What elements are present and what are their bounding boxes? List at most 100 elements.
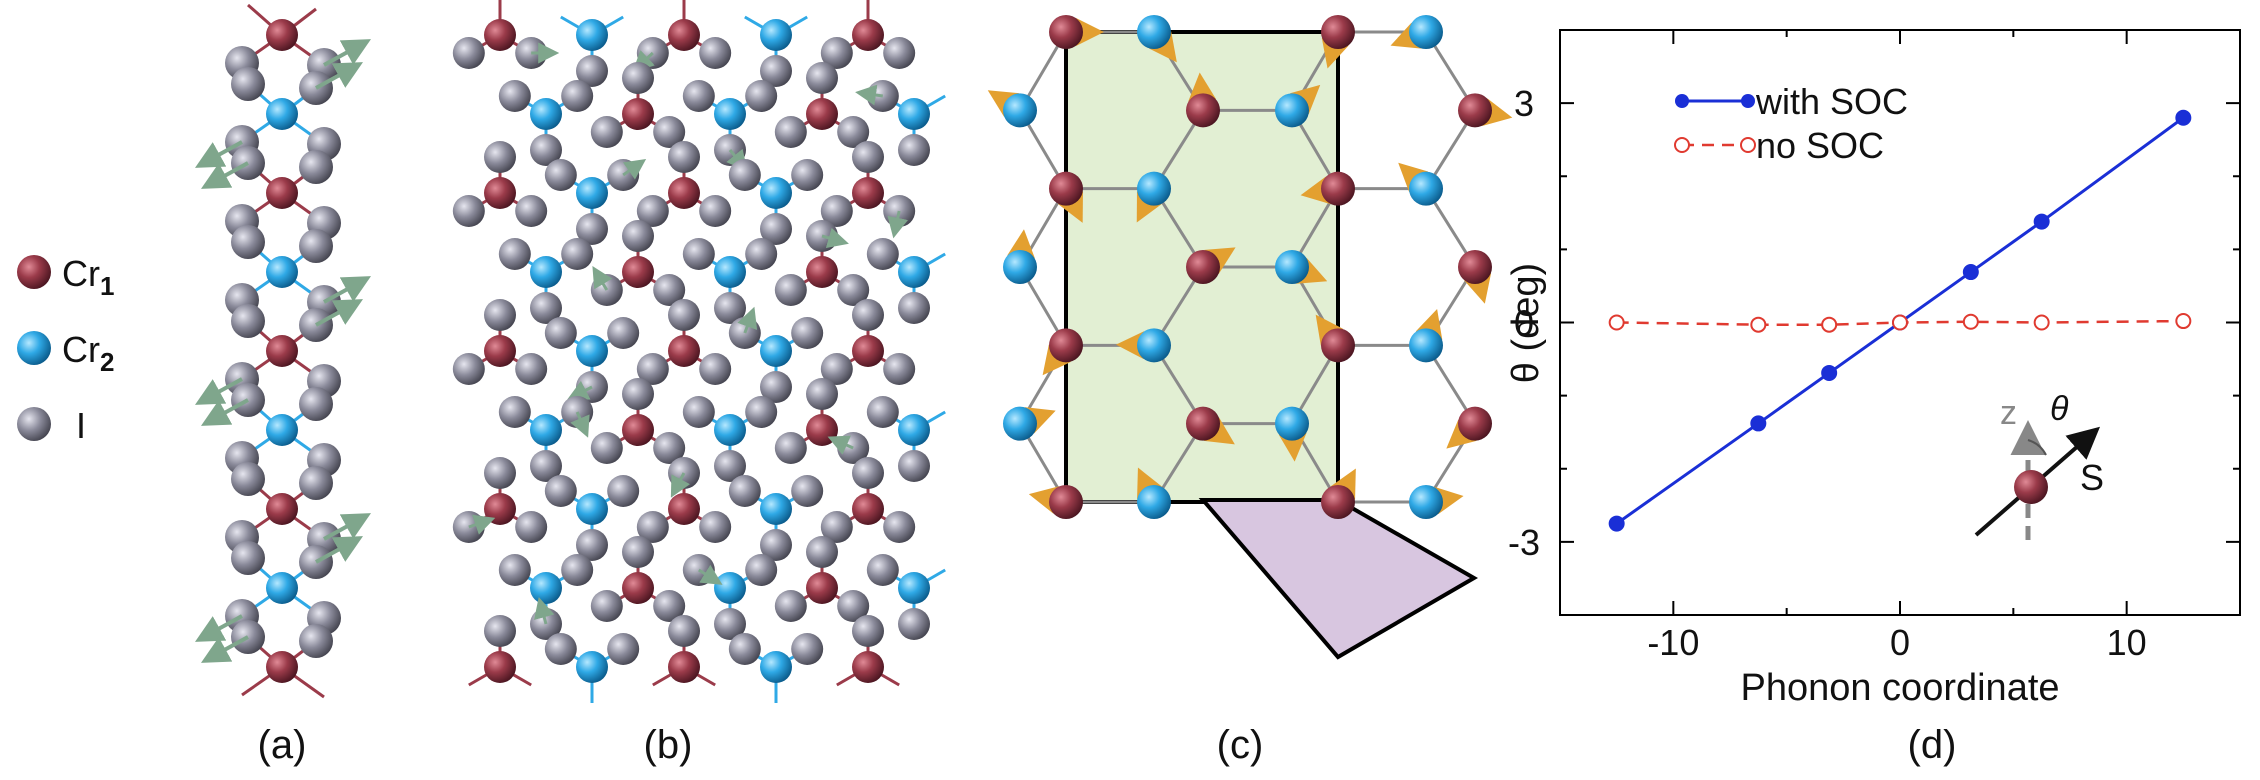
iodine-atom (484, 615, 516, 647)
phonon-arrow (827, 435, 854, 455)
iodine-atom (837, 274, 870, 306)
legend-no-soc-marker (1740, 137, 1756, 153)
cr1-atom (266, 19, 298, 51)
cr1-atom (668, 493, 700, 525)
x-axis-label: Phonon coordinate (1740, 667, 2059, 709)
cr2-atom (576, 493, 608, 525)
cr2-atom (1003, 250, 1037, 284)
iodine-atom (299, 624, 333, 658)
iodine-atom (760, 55, 792, 87)
iodine-atom (452, 353, 485, 385)
iodine-atom (728, 475, 761, 507)
iodine-atom (530, 134, 562, 166)
iodine-atom (791, 633, 824, 665)
iodine-atom (653, 590, 686, 622)
iodine-atom (837, 590, 870, 622)
iodine-atom (498, 238, 531, 270)
cr2-atom (714, 572, 746, 604)
iodine-atom (883, 37, 916, 69)
iodine-atom (791, 475, 824, 507)
iodine-atom (544, 159, 577, 191)
iodine-atom (484, 457, 516, 489)
iodine-atom (561, 238, 594, 270)
iodine-atom (898, 134, 930, 166)
cr2-atom (898, 256, 930, 288)
cr1-atom (1321, 171, 1355, 206)
iodine-atom (484, 299, 516, 331)
cr1-atom (484, 19, 516, 51)
cr1-atom (1049, 328, 1083, 363)
panel-label-a: (a) (258, 723, 307, 767)
iodine-atom (636, 511, 669, 543)
cr2-atom (266, 98, 298, 130)
phonon-arrow (468, 514, 496, 535)
cr2-legend-sphere (17, 331, 51, 365)
cr1-atom (1458, 93, 1492, 128)
no-soc-point (1821, 316, 1838, 333)
cr1-atom (852, 651, 884, 683)
iodine-atom (866, 238, 899, 270)
cr2-atom (530, 256, 562, 288)
y-axis-label: θ (deg) (1505, 263, 1547, 383)
cr1-atom (806, 98, 838, 130)
x-tick-label: -10 (1647, 622, 1699, 663)
iodine-atom (898, 450, 930, 482)
cr1-atom (1049, 171, 1083, 206)
iodine-atom (883, 511, 916, 543)
iodine-atom (866, 396, 899, 428)
cr2-atom (1003, 93, 1037, 128)
with-soc-point (2033, 213, 2050, 230)
iodine-atom (299, 229, 333, 263)
cr1-atom (806, 256, 838, 288)
iodine-atom (498, 396, 531, 428)
iodine-atom (806, 536, 838, 568)
iodine-atom (622, 62, 654, 94)
cr2-atom (898, 98, 930, 130)
iodine-atom (728, 159, 761, 191)
phonon-arrow (200, 635, 249, 663)
cr1-atom (852, 177, 884, 209)
iodine-atom (852, 615, 884, 647)
cr2-atom (760, 651, 792, 683)
cr2-atom (1275, 406, 1309, 441)
cr1-atom (1321, 328, 1355, 363)
iodine-atom (484, 141, 516, 173)
cr2-atom (714, 98, 746, 130)
cr1-atom (806, 414, 838, 446)
cr2-atom (1137, 171, 1171, 206)
cr2-atom (714, 256, 746, 288)
iodine-atom (498, 554, 531, 586)
iodine-atom (653, 116, 686, 148)
cr2-atom (714, 414, 746, 446)
cr1-atom (668, 177, 700, 209)
cr2-atom (760, 177, 792, 209)
cr1-atom (852, 493, 884, 525)
phonon-arrow (698, 564, 723, 585)
cr2-atom (530, 414, 562, 446)
cr2-atom (1409, 328, 1443, 363)
legend-no-soc-label: no SOC (1756, 125, 1884, 166)
no-soc-point (1962, 313, 1979, 330)
cr2-atom (1137, 15, 1171, 49)
iodine-atom (622, 220, 654, 252)
iodine-atom (837, 116, 870, 148)
with-soc-point (1750, 415, 1767, 432)
iodine-atom (653, 274, 686, 306)
iodine-atom (774, 432, 807, 464)
cr1-atom (266, 651, 298, 683)
cr1-atom (484, 651, 516, 683)
iodine-atom (607, 475, 640, 507)
iodine-atom (866, 554, 899, 586)
phonon-arrow (194, 140, 243, 168)
theta-arc (2027, 439, 2047, 456)
iodine-atom (299, 387, 333, 421)
cr2-atom (266, 414, 298, 446)
cr1-atom (852, 335, 884, 367)
side-view-structure (194, 3, 372, 699)
iodine-atom (498, 80, 531, 112)
iodine-atom (760, 529, 792, 561)
iodine-atom (576, 529, 608, 561)
iodine-atom (544, 633, 577, 665)
iodine-atom (576, 213, 608, 245)
iodine-legend-label: I (76, 405, 86, 446)
